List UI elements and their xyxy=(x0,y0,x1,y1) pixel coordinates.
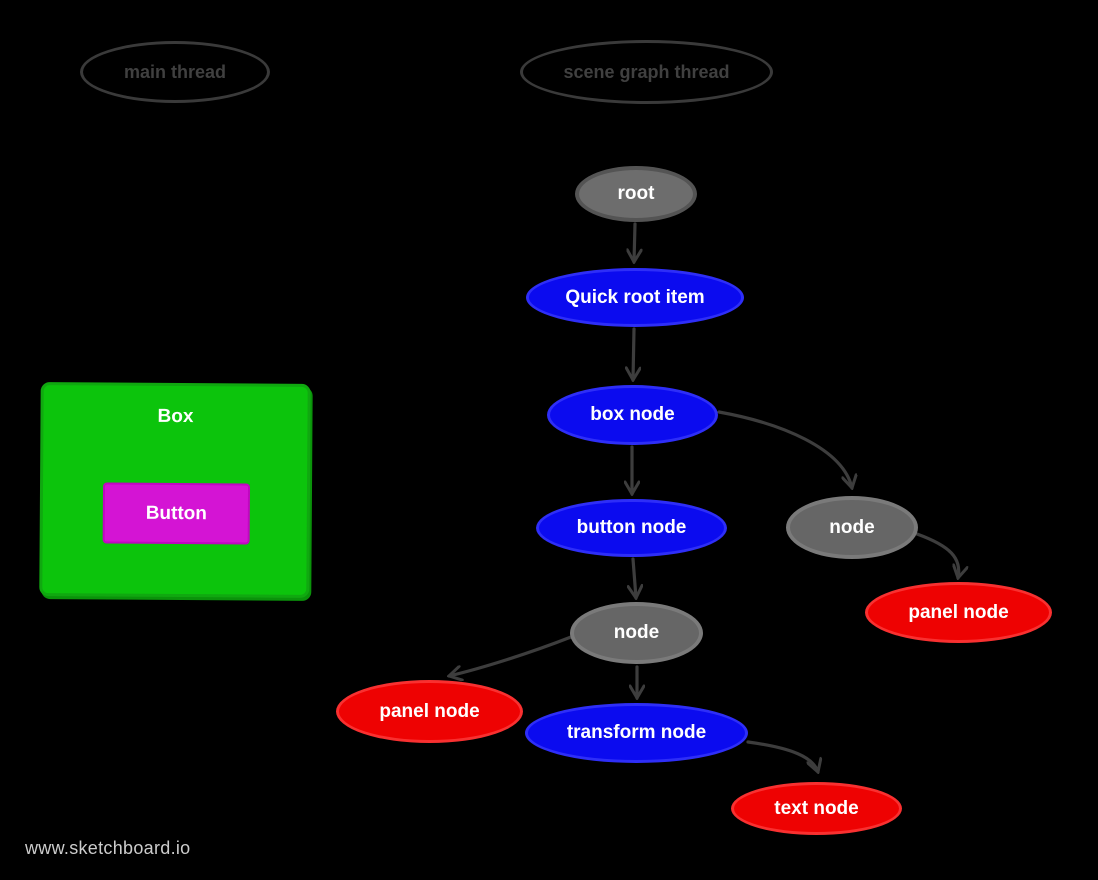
node-root-label: root xyxy=(617,183,655,204)
node-box-node-label: box node xyxy=(590,404,675,425)
node-quick-root-item-label: Quick root item xyxy=(565,286,705,308)
lane-main-thread-label: main thread xyxy=(123,61,227,82)
node-panel-node-right[interactable]: panel node xyxy=(865,582,1052,643)
lane-scene-graph-thread[interactable]: scene graph thread xyxy=(520,40,773,104)
node-text-node[interactable]: text node xyxy=(731,782,902,835)
node-panel-node-right-label: panel node xyxy=(908,601,1009,623)
edge-transform-node-to-text-node[interactable] xyxy=(746,740,818,772)
edge-quick-root-item-to-box-node[interactable] xyxy=(633,327,634,380)
node-transform-node-label: transform node xyxy=(566,722,707,743)
edge-node-right-to-panel-node-right[interactable] xyxy=(915,532,959,578)
node-text-node-label: text node xyxy=(774,797,859,819)
box-shape[interactable]: Box Button xyxy=(39,382,311,598)
button-label: Button xyxy=(145,502,208,524)
edge-box-node-to-node-right[interactable] xyxy=(717,410,852,488)
node-root[interactable]: root xyxy=(575,166,697,222)
node-panel-node-left[interactable]: panel node xyxy=(336,680,523,743)
edge-root-to-quick-root-item[interactable] xyxy=(634,222,635,262)
node-gray-lower[interactable]: node xyxy=(570,602,703,664)
node-box-node[interactable]: box node xyxy=(547,385,718,445)
button-shape[interactable]: Button xyxy=(102,482,251,545)
box-label: Box xyxy=(157,405,194,428)
lane-main-thread[interactable]: main thread xyxy=(80,41,270,103)
node-button-node-label: button node xyxy=(576,517,687,538)
node-panel-node-left-label: panel node xyxy=(379,700,480,722)
node-gray-right-label: node xyxy=(829,516,875,538)
edge-button-node-to-node-lower[interactable] xyxy=(633,557,636,598)
node-button-node[interactable]: button node xyxy=(536,499,727,557)
lane-scene-graph-thread-label: scene graph thread xyxy=(563,61,730,82)
node-quick-root-item[interactable]: Quick root item xyxy=(526,268,744,327)
edge-node-lower-to-panel-node-left[interactable] xyxy=(449,635,573,676)
node-gray-lower-label: node xyxy=(613,622,660,643)
sketchboard-watermark: www.sketchboard.io xyxy=(25,838,191,858)
node-transform-node[interactable]: transform node xyxy=(525,703,748,763)
node-gray-right[interactable]: node xyxy=(786,496,918,559)
